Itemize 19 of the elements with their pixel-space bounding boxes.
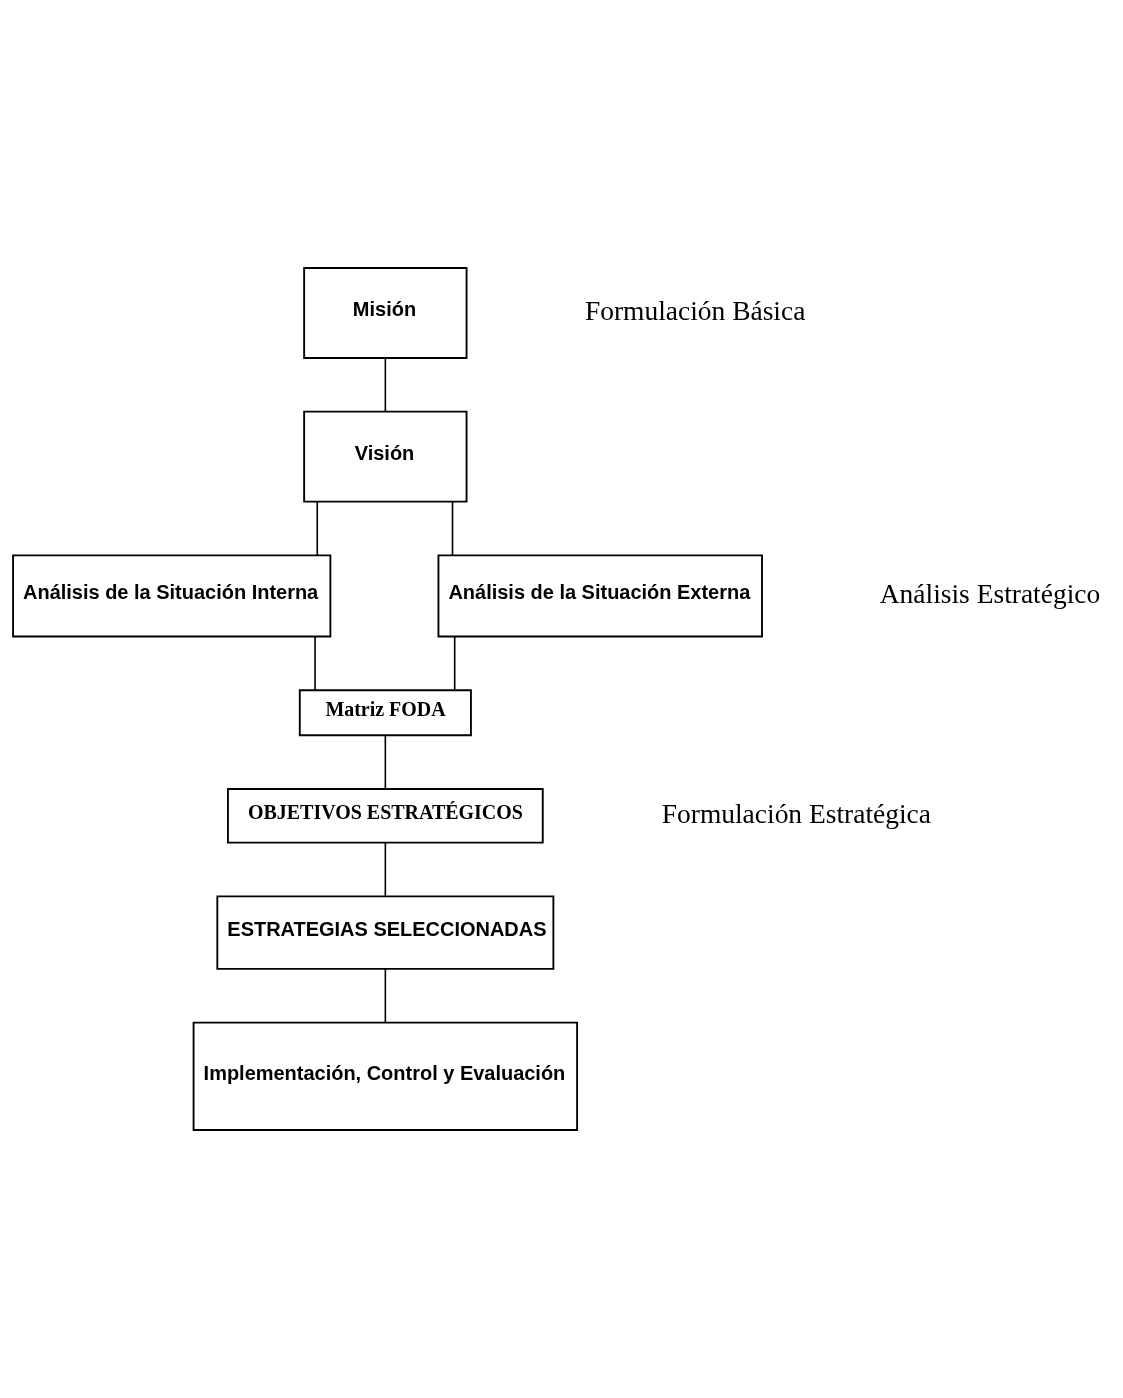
- node-box: Análisis de la Situación Interna: [12, 554, 332, 638]
- connector: [453, 636, 456, 691]
- label: Formulación Básica: [584, 295, 806, 326]
- node-box: OBJETIVOS ESTRATÉGICOS: [227, 788, 544, 844]
- connector: [384, 842, 387, 898]
- connector: [451, 501, 454, 556]
- connector: [384, 357, 387, 413]
- label: Formulación Estratégica: [661, 798, 931, 829]
- connector: [316, 501, 319, 556]
- node-box: Análisis de la Situación Externa: [437, 554, 763, 638]
- connector: [384, 968, 387, 1023]
- node-box: Matriz FODA: [298, 689, 472, 737]
- label: Análisis Estratégico: [879, 578, 1101, 609]
- node-box: Visión: [303, 410, 468, 503]
- connector: [384, 734, 387, 790]
- node-box: ESTRATEGIAS SELECCIONADAS: [216, 895, 555, 970]
- node-box: Implementación, Control y Evaluación: [192, 1021, 579, 1131]
- node-box: Misión: [303, 267, 468, 359]
- connector: [314, 636, 316, 691]
